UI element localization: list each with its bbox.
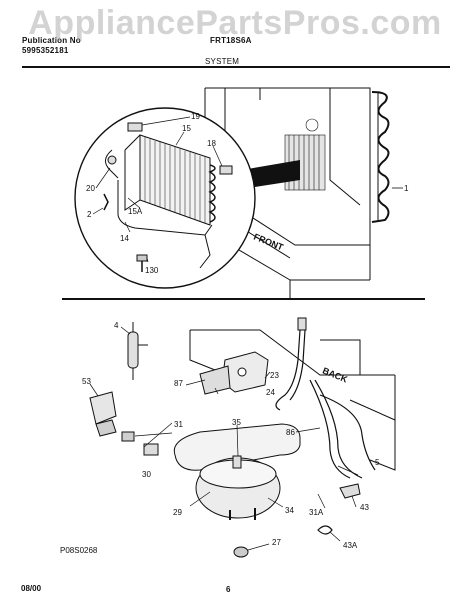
callout-31a: 31A — [309, 508, 324, 517]
part-18-pad — [219, 165, 233, 175]
part-30-plug — [143, 443, 159, 456]
callout-4: 4 — [114, 321, 119, 330]
callout-53: 53 — [82, 377, 91, 386]
part-4-drier — [127, 322, 148, 380]
callout-18: 18 — [207, 139, 216, 148]
tubing — [105, 149, 213, 269]
condenser-diagram — [62, 87, 425, 300]
callout-130: 130 — [145, 266, 159, 275]
diagram-code: P08S0268 — [60, 546, 98, 555]
callout-31: 31 — [174, 420, 183, 429]
lower-tubing — [275, 329, 376, 479]
publication-label: Publication No — [22, 36, 81, 45]
lower-cabinet — [189, 329, 396, 471]
publication-number: 5995352181 — [22, 46, 69, 55]
callout-14: 14 — [120, 234, 129, 243]
callout-23: 23 — [270, 371, 279, 380]
callout-35: 35 — [232, 418, 241, 427]
callout-15: 15 — [182, 124, 191, 133]
section-title: SYSTEM — [205, 57, 240, 66]
callout-43: 43 — [360, 503, 369, 512]
callout-24: 24 — [266, 388, 275, 397]
callout-1: 1 — [404, 184, 409, 193]
callout-15a: 15A — [128, 207, 143, 216]
part-19-pad — [127, 122, 143, 132]
compressor — [195, 455, 281, 520]
callout-86: 86 — [286, 428, 295, 437]
part-53-relay — [89, 391, 117, 437]
part-31-plug — [121, 431, 135, 442]
page-number: 6 — [226, 585, 231, 594]
compressor-diagram — [89, 317, 396, 558]
part-2-clip — [103, 193, 109, 211]
callout-87: 87 — [174, 379, 183, 388]
part-5-connector — [297, 317, 307, 331]
callout-29: 29 — [173, 508, 182, 517]
part-43a-clamp — [317, 525, 333, 535]
callout-27: 27 — [272, 538, 281, 547]
callout-2: 2 — [87, 210, 92, 219]
callout-20: 20 — [86, 184, 95, 193]
callout-43a: 43A — [343, 541, 358, 550]
part-23-bracket — [199, 351, 269, 395]
callout-19: 19 — [191, 112, 200, 121]
header-rule — [22, 66, 450, 68]
callout-5: 5 — [375, 458, 380, 467]
callout-30: 30 — [142, 470, 151, 479]
model-number: FRT18S6A — [210, 36, 252, 45]
footer-date: 08/00 — [21, 584, 42, 593]
side-coil — [371, 91, 390, 223]
condenser-coil — [124, 134, 216, 226]
part-43-clip — [339, 483, 361, 499]
drain-tray — [173, 423, 301, 471]
part-27-grommet — [233, 546, 249, 558]
callout-34: 34 — [285, 506, 294, 515]
